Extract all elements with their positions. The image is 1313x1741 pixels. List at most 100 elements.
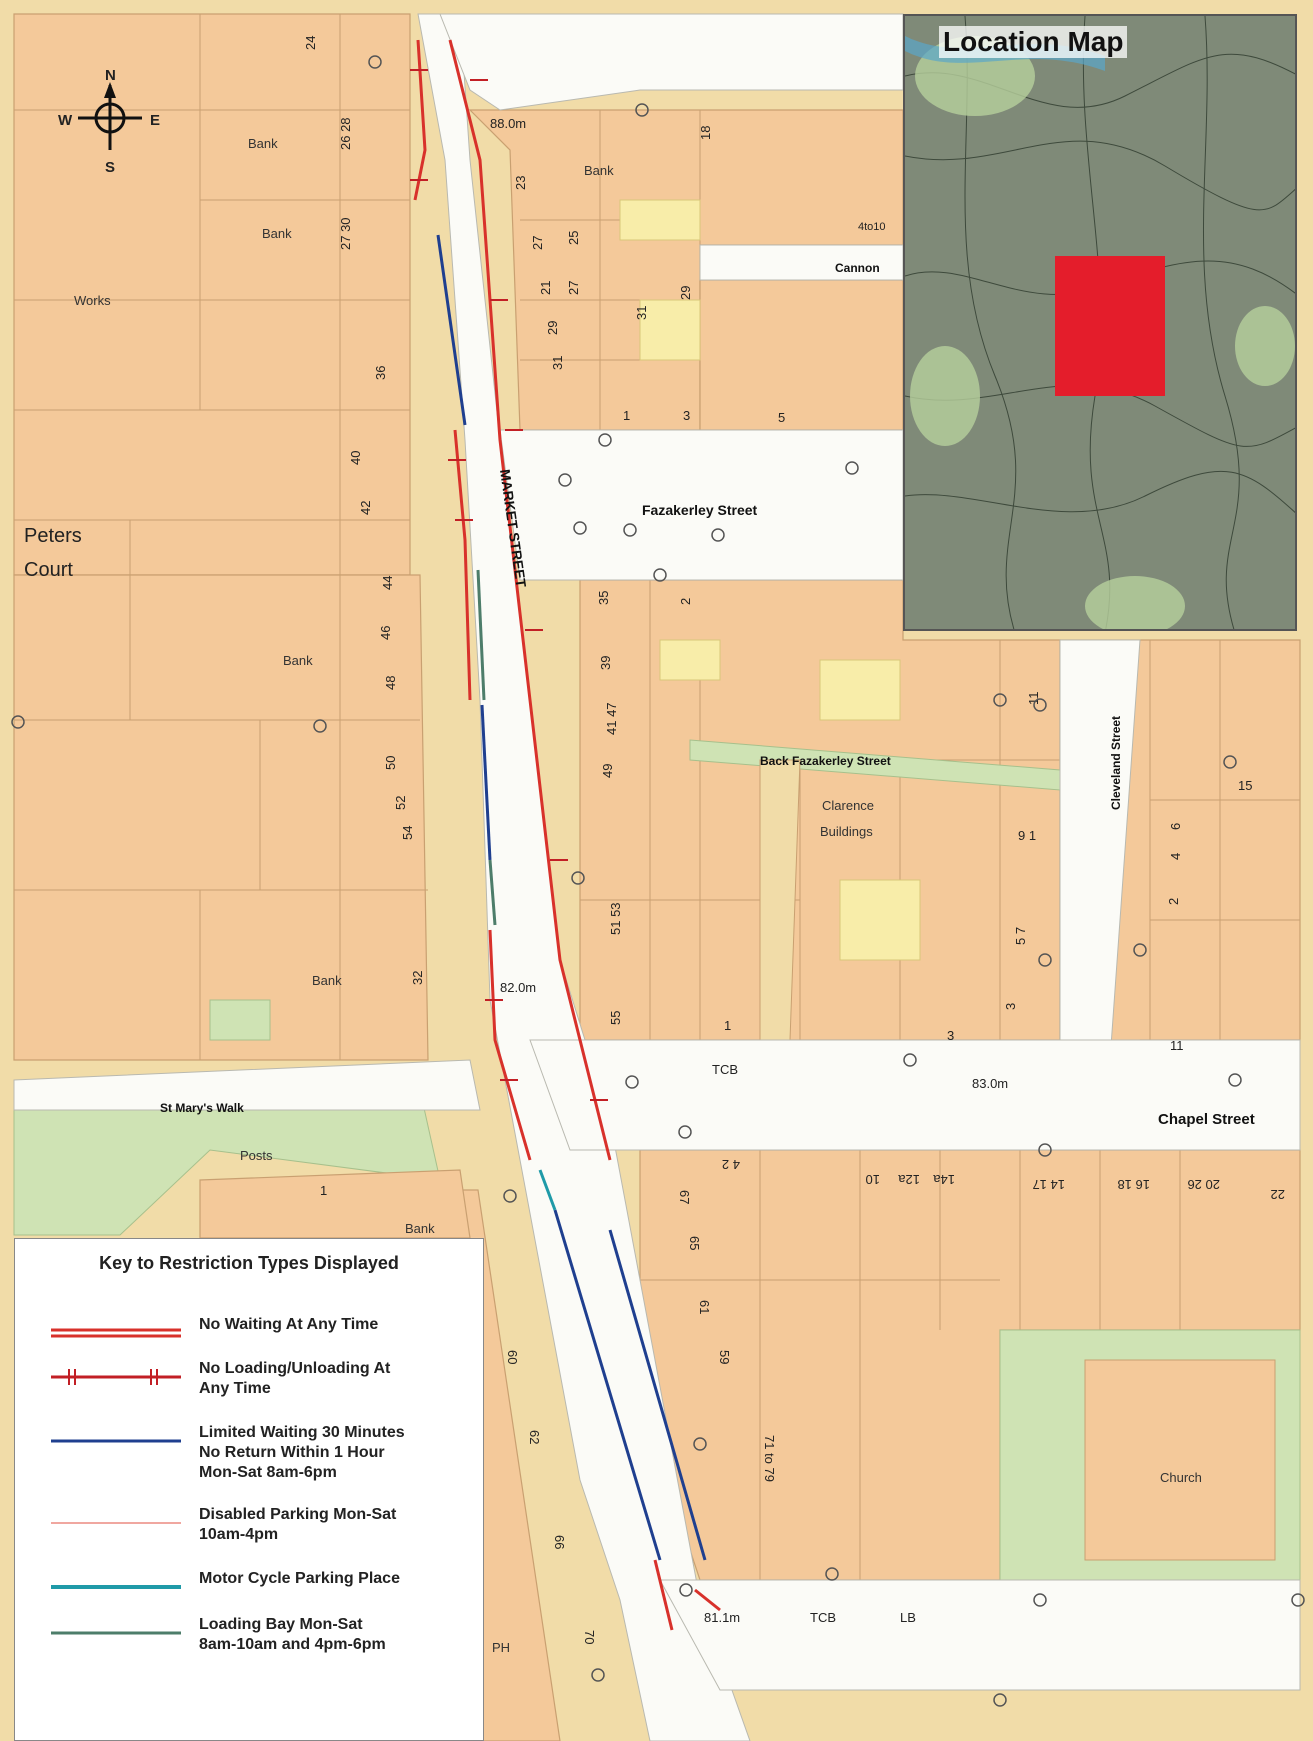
house-number: 48 xyxy=(383,676,398,690)
post-markers xyxy=(11,55,1305,1707)
compass-west-label: W xyxy=(58,112,73,129)
posts-label: Posts xyxy=(240,1148,273,1163)
house-number: 71 to 79 xyxy=(762,1435,777,1482)
legend-item: Disabled Parking Mon-Sat 10am-4pm xyxy=(37,1505,477,1551)
bank-label-4: Bank xyxy=(283,653,313,668)
house-number: 5 xyxy=(778,410,785,425)
house-number: 1 xyxy=(623,408,630,423)
house-number: 14a xyxy=(933,1172,955,1187)
house-number: 11 xyxy=(1026,692,1041,706)
peters-court-label-2: Court xyxy=(24,559,73,581)
house-number: 20 26 xyxy=(1187,1177,1220,1192)
house-number: 23 xyxy=(513,176,528,190)
house-number: 25 xyxy=(566,231,581,245)
legend-label: Disabled Parking Mon-Sat 10am-4pm xyxy=(199,1506,397,1543)
ph-label: PH xyxy=(492,1640,510,1655)
legend-label: Loading Bay Mon-Sat 8am-10am and 4pm-6pm xyxy=(199,1616,386,1653)
house-number: 70 xyxy=(582,1630,597,1644)
house-number: 24 xyxy=(303,36,318,50)
spot-height-4: 81.1m xyxy=(704,1610,740,1625)
spot-height-2: 82.0m xyxy=(500,980,536,995)
house-number: 5 7 xyxy=(1013,927,1028,945)
house-number: 12a xyxy=(898,1172,920,1187)
house-number: 3 xyxy=(1003,1003,1018,1010)
house-number: 21 xyxy=(538,281,553,295)
compass-rose xyxy=(78,82,142,150)
spot-height-1: 88.0m xyxy=(490,116,526,131)
house-number: 54 xyxy=(400,826,415,840)
tcb-marker-2: TCB xyxy=(810,1610,836,1625)
house-number: 10 xyxy=(866,1172,880,1187)
fazakerley-street-label: Fazakerley Street xyxy=(642,502,758,518)
peters-court-label-1: Peters xyxy=(24,525,82,547)
compass-north-label: N xyxy=(105,67,116,84)
house-number: 36 xyxy=(373,366,388,380)
spot-height-3: 83.0m xyxy=(972,1076,1008,1091)
house-number: 67 xyxy=(677,1190,692,1204)
house-number: 27 xyxy=(566,281,581,295)
house-number: 41 47 xyxy=(604,702,619,735)
legend-item: Limited Waiting 30 Minutes No Return Wit… xyxy=(37,1423,477,1489)
legend-sample-loading-bay xyxy=(51,1631,181,1635)
legend-item: Loading Bay Mon-Sat 8am-10am and 4pm-6pm xyxy=(37,1615,477,1661)
legend-title: Key to Restriction Types Displayed xyxy=(99,1253,399,1273)
legend-sample-no-loading xyxy=(51,1369,181,1385)
house-number: 31 xyxy=(634,306,649,320)
location-map-title: Location Map xyxy=(939,26,1128,58)
house-number: 14 17 xyxy=(1032,1177,1065,1192)
bank-label-6: Bank xyxy=(405,1221,435,1236)
back-fazakerley-street-label: Back Fazakerley Street xyxy=(760,754,891,768)
house-number: 39 xyxy=(598,656,613,670)
house-number: 16 18 xyxy=(1117,1177,1150,1192)
church-building xyxy=(1084,1359,1276,1561)
plot-lines-south xyxy=(640,1150,1181,1580)
church-label: Church xyxy=(1160,1470,1202,1485)
cleveland-street-label: Cleveland Street xyxy=(1109,716,1123,810)
house-number: 59 xyxy=(717,1350,732,1364)
clarence-label-2: Buildings xyxy=(820,824,873,839)
legend-item: No Waiting At Any Time xyxy=(37,1315,477,1355)
house-number: 15 xyxy=(1238,778,1252,793)
house-number: 4to10 xyxy=(858,221,886,233)
legend-sample-motor-cycle xyxy=(51,1585,181,1589)
compass-east-label: E xyxy=(150,112,160,129)
bank-label-2: Bank xyxy=(262,226,292,241)
lb-marker: LB xyxy=(900,1610,916,1625)
house-number: 6 xyxy=(1168,823,1183,830)
house-number: 22 xyxy=(1271,1187,1285,1202)
house-number: 49 xyxy=(600,764,615,778)
st-marys-walk-label: St Mary's Walk xyxy=(160,1101,244,1115)
house-number: 4 2 xyxy=(722,1157,740,1172)
pale-plots xyxy=(619,199,921,961)
buildings-left xyxy=(13,13,561,1741)
location-map-inset[interactable]: Location Map xyxy=(903,14,1297,631)
house-number: 4 xyxy=(1168,853,1183,860)
house-number: 11 xyxy=(1170,1038,1184,1053)
legend: Key to Restriction Types Displayed No Wa… xyxy=(14,1238,484,1741)
house-number: 27 xyxy=(530,236,545,250)
house-number: 1 xyxy=(724,1018,731,1033)
legend-sample-disabled-parking xyxy=(51,1522,181,1524)
house-number: 35 xyxy=(596,591,611,605)
plot-lines-left xyxy=(14,14,428,1061)
house-number: 52 xyxy=(393,796,408,810)
house-number: 3 xyxy=(947,1028,954,1043)
house-number: 66 xyxy=(552,1535,567,1549)
house-number: 46 xyxy=(378,626,393,640)
works-label: Works xyxy=(74,293,111,308)
compass-south-label: S xyxy=(105,159,115,176)
house-number: 61 xyxy=(697,1300,712,1314)
legend-label: No Loading/Unloading At Any Time xyxy=(199,1360,391,1397)
legend-label: Motor Cycle Parking Place xyxy=(199,1570,400,1587)
legend-label: Limited Waiting 30 Minutes No Return Wit… xyxy=(199,1424,405,1481)
house-number: 51 53 xyxy=(608,902,623,935)
house-number: 2 xyxy=(1166,898,1181,905)
house-number: 55 xyxy=(608,1011,623,1025)
bank-label-1: Bank xyxy=(248,136,278,151)
house-number: 27 30 xyxy=(338,217,353,250)
house-number: 3 xyxy=(683,408,690,423)
house-number: 44 xyxy=(380,576,395,590)
house-number: 2 xyxy=(678,598,693,605)
house-number: 62 xyxy=(527,1430,542,1444)
